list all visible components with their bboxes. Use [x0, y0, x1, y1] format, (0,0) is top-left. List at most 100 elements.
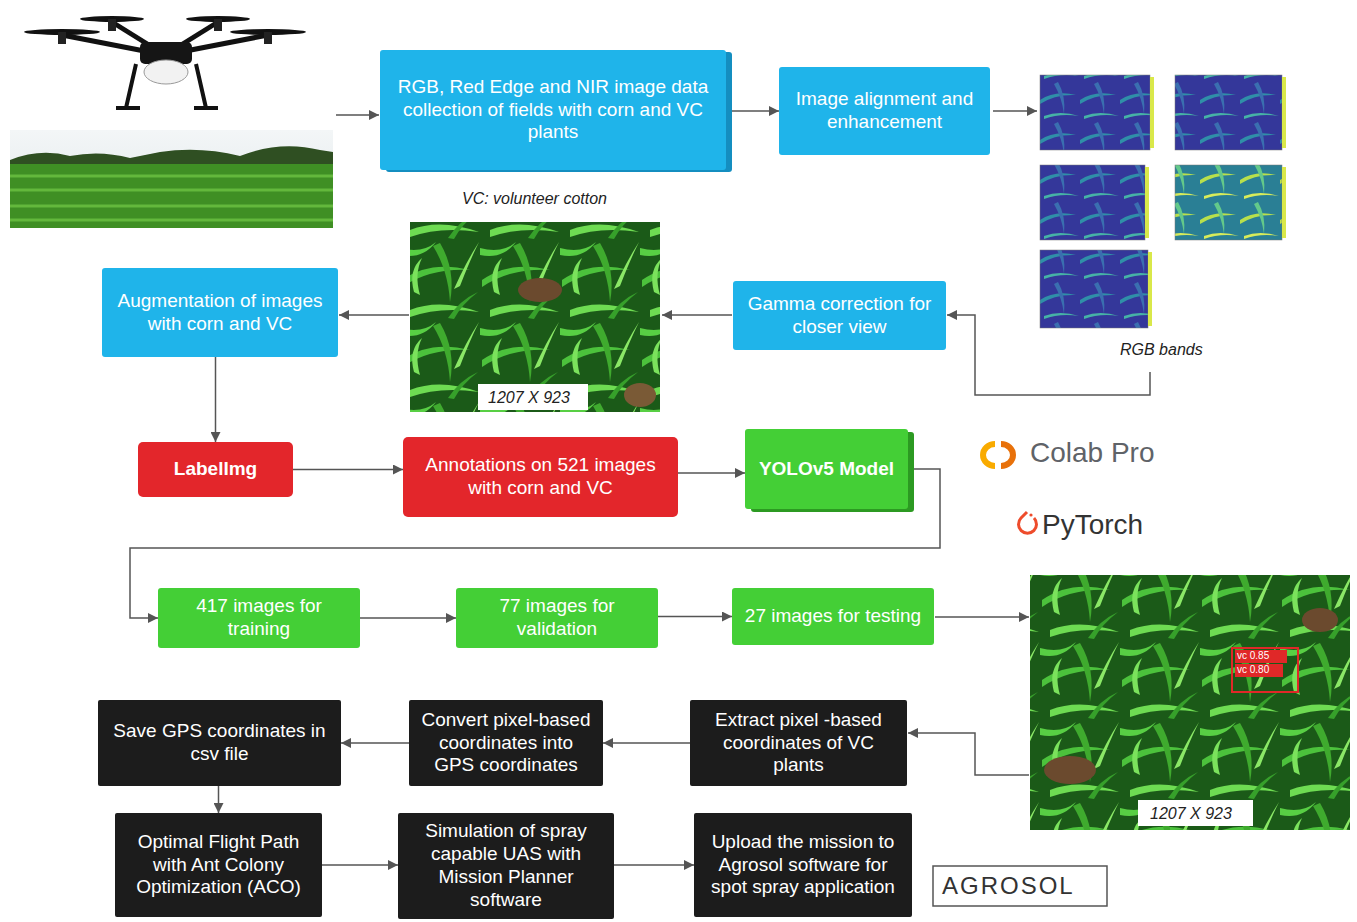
logo-mark	[1029, 513, 1032, 516]
colorbar	[1145, 167, 1149, 238]
corn-photo	[410, 222, 660, 412]
colorbar	[1282, 167, 1286, 238]
band-images	[1040, 75, 1286, 328]
size-tag	[478, 384, 588, 410]
crop-rows	[10, 176, 333, 220]
detection-label: vc 0.85	[1237, 650, 1269, 662]
colab-logo	[983, 444, 1013, 466]
box-label: Extract pixel -based coordinates of VC p…	[700, 709, 897, 777]
flow-arrow	[336, 114, 379, 116]
detection-label: vc 0.80	[1237, 664, 1269, 676]
image-caption: RGB bands	[1120, 340, 1203, 359]
note-text: VC: volunteer cotton	[462, 189, 607, 208]
flow-arrow	[360, 617, 456, 619]
flow-arrow	[908, 733, 1029, 775]
motor	[58, 32, 66, 44]
logo-mark	[1019, 512, 1037, 533]
process-box: Simulation of spray capable UAS with Mis…	[398, 813, 614, 919]
flow-arrow	[993, 110, 1037, 112]
box-label: Gamma correction for closer view	[743, 293, 936, 339]
tool-box: LabelImg	[138, 442, 293, 497]
process-box: Gamma correction for closer view	[733, 281, 946, 350]
dataset-box: 77 images for validation	[456, 588, 658, 648]
band-image	[1175, 75, 1282, 150]
process-box: Convert pixel-based coordinates into GPS…	[409, 700, 603, 786]
motor	[264, 32, 272, 44]
box-label: Convert pixel-based coordinates into GPS…	[419, 709, 593, 777]
colorbar	[1282, 77, 1286, 148]
band-image	[1040, 75, 1150, 150]
drone-illustration	[24, 16, 306, 108]
soil-patch	[624, 383, 656, 407]
flow-arrow	[678, 472, 745, 474]
pytorch-logo	[1019, 512, 1037, 533]
landing-gear	[116, 64, 218, 108]
image-size: 1207 X 923	[488, 388, 570, 407]
flow-arrow	[339, 314, 409, 316]
process-box: Extract pixel -based coordinates of VC p…	[690, 700, 907, 786]
box-label: 417 images for training	[168, 595, 350, 641]
dataset-box: 27 images for testing	[732, 588, 934, 645]
logo-text: PyTorch	[1042, 508, 1143, 542]
corn-image	[410, 222, 660, 412]
spray-tank	[144, 60, 188, 84]
flow-arrow	[935, 616, 1029, 618]
motor	[214, 19, 222, 31]
box-label: LabelImg	[174, 458, 257, 481]
process-box: RGB, Red Edge and NIR image data collect…	[380, 50, 726, 170]
dataset-box: 417 images for training	[158, 588, 360, 648]
colorbar	[1148, 252, 1152, 326]
motor	[108, 19, 116, 31]
band-image	[1040, 250, 1148, 328]
flow-arrow	[215, 357, 217, 442]
flow-arrow	[726, 110, 779, 112]
flow-arrow	[341, 742, 409, 744]
flow-arrow	[603, 742, 690, 744]
process-box: Upload the mission to Agrosol software f…	[694, 813, 912, 917]
flow-arrow	[218, 786, 220, 813]
flow-arrow	[662, 314, 732, 316]
colorbar	[1150, 77, 1154, 148]
detection-tag	[1235, 650, 1287, 663]
flow-arrow	[658, 616, 732, 618]
process-box: Optimal Flight Path with Ant Colony Opti…	[115, 813, 322, 917]
field-photo	[10, 130, 333, 228]
box-label: Image alignment and enhancement	[789, 88, 980, 134]
agrosol-logo-frame	[933, 866, 1107, 906]
box-label: YOLOv5 Model	[759, 458, 894, 481]
flow-arrow	[293, 469, 403, 471]
box-label: Upload the mission to Agrosol software f…	[704, 831, 902, 899]
detection-box	[1232, 648, 1298, 692]
band-image	[1175, 165, 1282, 240]
process-box: Image alignment and enhancement	[779, 67, 990, 155]
flow-arrow	[614, 864, 694, 866]
process-box: Annotations on 521 images with corn and …	[403, 437, 678, 517]
detection-image	[1030, 575, 1350, 830]
flow-arrow	[947, 315, 1150, 395]
box-label: Augmentation of images with corn and VC	[112, 290, 328, 336]
sky	[10, 130, 333, 228]
soil-patch	[518, 278, 562, 302]
box-label: Save GPS coordinates in csv file	[108, 720, 331, 766]
image-arrows	[336, 111, 1150, 775]
box-label: 27 images for testing	[745, 605, 921, 628]
image-size: 1207 X 923	[1150, 804, 1232, 823]
field	[10, 164, 333, 228]
model-box: YOLOv5 Model	[745, 429, 908, 509]
band-image	[1040, 165, 1145, 240]
process-box: Augmentation of images with corn and VC	[102, 268, 338, 357]
logo-text: Colab Pro	[1030, 436, 1155, 470]
detection-tag	[1235, 664, 1283, 677]
logo-text: AGROSOL	[942, 872, 1075, 901]
box-label: 77 images for validation	[466, 595, 648, 641]
box-label: Optimal Flight Path with Ant Colony Opti…	[125, 831, 312, 899]
tree-line	[10, 146, 333, 166]
process-box: Save GPS coordinates in csv file	[98, 700, 341, 786]
logo-mark	[983, 444, 995, 466]
flow-arrow	[322, 864, 398, 866]
logo-mark	[1001, 444, 1013, 466]
box-label: Simulation of spray capable UAS with Mis…	[408, 820, 604, 911]
soil-patch	[1302, 608, 1338, 632]
box-label: RGB, Red Edge and NIR image data collect…	[390, 76, 716, 144]
